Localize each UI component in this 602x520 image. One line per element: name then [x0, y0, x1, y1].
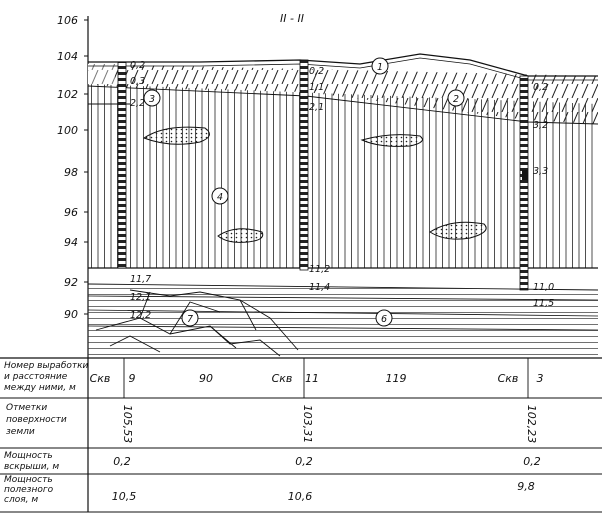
row-header-line: Номер выработки [4, 361, 89, 371]
axis-tick-label: 96 [64, 206, 78, 219]
useful-layer-value: 9,8 [517, 480, 535, 493]
row-header-line: слоя, м [4, 495, 38, 505]
layer-number-1: 1 [371, 57, 389, 75]
axis-tick-label: 104 [57, 50, 78, 63]
layer-number-3: 3 [143, 89, 161, 107]
layer-number-text: 4 [217, 192, 223, 203]
layer-number-6: 6 [375, 309, 393, 327]
row1-cell: Скв [498, 372, 519, 385]
borehole-depth-label: 3,3 [533, 166, 548, 177]
borehole-depth-label: 12,1 [130, 292, 151, 303]
axis-tick-label: 100 [57, 124, 78, 137]
borehole-depth-labels: 0,2 0,3 2,2 11,7 12,1 12,2 0,2 1,1 2,1 11,2 11,4 0,… [130, 60, 554, 321]
axis-tick-label: 98 [64, 166, 78, 179]
layer-6-hlines [88, 284, 598, 358]
borehole-depth-label: 11,5 [533, 298, 554, 309]
axis-tick-label: 92 [64, 276, 78, 289]
axis-tick-label: 106 [57, 14, 78, 27]
layer-number-text: 7 [187, 314, 193, 325]
borehole-depth-label: 11,4 [309, 282, 330, 293]
borehole-3-column [519, 75, 529, 291]
row-header-line: и расстояние [4, 372, 68, 382]
row1-cell: 119 [386, 372, 407, 385]
borehole-9-column [117, 61, 127, 269]
borehole-depth-label: 1,1 [309, 82, 324, 93]
row-header-line: полезного [4, 485, 54, 495]
row1-cell: Скв [90, 372, 111, 385]
row1-cell: 9 [129, 372, 136, 385]
borehole-depth-label: 11,2 [309, 264, 330, 275]
axis-tick-label: 90 [64, 308, 78, 321]
borehole-depth-label: 11,7 [130, 274, 151, 285]
borehole-depth-label: 11,0 [533, 282, 554, 293]
layer-number-text: 1 [377, 62, 383, 73]
section-title: II - II [280, 12, 304, 25]
axis-tick-label: 94 [64, 236, 78, 249]
row1-cell: Скв [272, 372, 293, 385]
row-header-line: поверхности [6, 415, 67, 425]
borehole-depth-label: 0,2 [533, 82, 548, 93]
borehole-depth-label: 2,2 [130, 98, 145, 109]
layer-number-markers: 1 2 3 4 6 7 [143, 57, 465, 327]
layer-number-text: 6 [381, 314, 387, 325]
row-header-line: Мощность [4, 475, 53, 485]
row1-cell: 11 [305, 372, 319, 385]
layer-2-hatched [88, 64, 598, 124]
overburden-value: 0,2 [113, 455, 131, 468]
layer-number-text: 3 [149, 94, 155, 105]
overburden-value: 0,2 [295, 455, 313, 468]
layer-1-soil [88, 53, 598, 77]
layer-number-4: 4 [211, 187, 229, 205]
useful-layer-value: 10,5 [112, 490, 137, 503]
borehole-depth-label: 3,2 [533, 120, 548, 131]
layer-number-7: 7 [181, 309, 199, 327]
sand-lenses [142, 126, 487, 243]
row-header-line: вскрыши, м [4, 462, 59, 472]
borehole-depth-label: 12,2 [130, 310, 151, 321]
layer-number-2: 2 [447, 89, 465, 107]
row-header-line: Отметки [6, 403, 47, 413]
row1-cell: 3 [537, 372, 544, 385]
overburden-value: 0,2 [523, 455, 541, 468]
row-header-line: земли [6, 427, 35, 437]
row-header-line: Мощность [4, 451, 53, 461]
useful-layer-value: 10,6 [288, 490, 313, 503]
layer-7-fractured [95, 289, 299, 357]
data-table [0, 357, 602, 513]
row1-cell: 90 [199, 372, 213, 385]
elevation-axis: 106 104 102 100 98 96 94 92 90 [57, 14, 89, 358]
layer-number-text: 2 [453, 94, 459, 105]
elevation-value: 103,31 [301, 405, 314, 444]
borehole-depth-label: 0,2 [130, 60, 145, 71]
elevation-value: 102,23 [525, 405, 538, 444]
row-header-line: между ними, м [4, 383, 76, 393]
borehole-depth-label: 0,2 [309, 66, 324, 77]
axis-tick-label: 102 [57, 88, 78, 101]
borehole-depth-label: 0,3 [130, 76, 145, 87]
section-body [87, 53, 599, 358]
borehole-11-column [299, 59, 309, 271]
elevation-value: 105,53 [121, 405, 134, 444]
borehole-depth-label: 2,1 [309, 102, 324, 113]
